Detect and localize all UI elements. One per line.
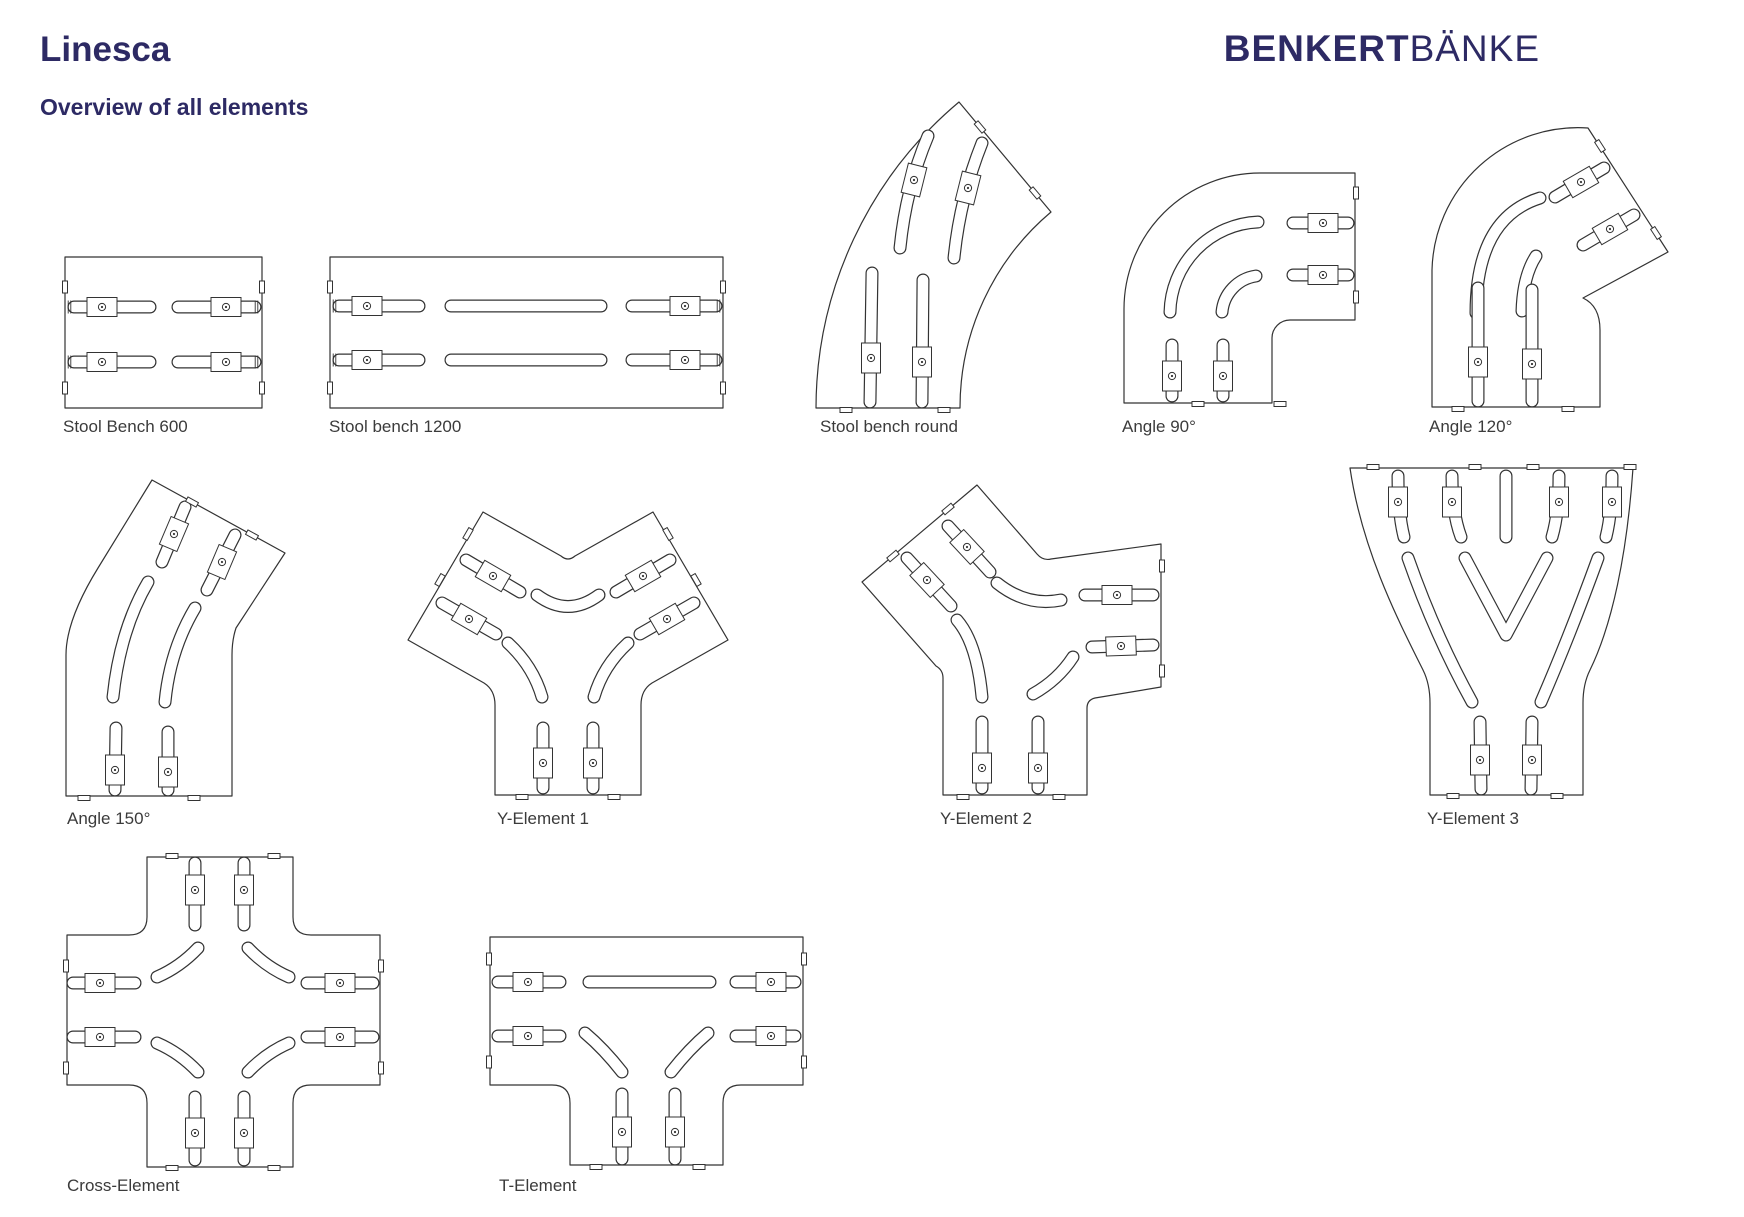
y-element-1-drawing [407, 511, 729, 800]
angle-90-drawing [1123, 172, 1359, 407]
stool-bench-600-drawing [62, 256, 265, 409]
figure-label-stool-bench-600: Stool Bench 600 [63, 417, 188, 436]
t-element-drawing [486, 936, 807, 1170]
stool-bench-round-drawing [815, 101, 1052, 413]
page-subtitle: Overview of all elements [40, 94, 309, 120]
brand-logo-light: BÄNKE [1409, 28, 1540, 69]
figure-label-y-element-2: Y-Element 2 [940, 809, 1032, 828]
figure-label-y-element-1: Y-Element 1 [497, 809, 589, 828]
page-title: Linesca [40, 30, 171, 69]
figure-label-angle-150: Angle 150° [67, 809, 151, 828]
figure-label-y-element-3: Y-Element 3 [1427, 809, 1519, 828]
figure-label-stool-bench-1200: Stool bench 1200 [329, 417, 462, 436]
figure-label-angle-90: Angle 90° [1122, 417, 1196, 436]
y-element-3-drawing [1349, 464, 1637, 799]
figure-label-t-element: T-Element [499, 1176, 577, 1195]
cross-element-drawing [63, 853, 384, 1171]
brand-logo: BENKERTBÄNKE [1224, 28, 1540, 70]
angle-150-drawing [65, 479, 286, 801]
figure-label-stool-bench-round: Stool bench round [820, 417, 958, 436]
figure-label-cross-element: Cross-Element [67, 1176, 180, 1195]
y-element-2-drawing [861, 484, 1165, 800]
figure-label-angle-120: Angle 120° [1429, 417, 1513, 436]
brand-logo-bold: BENKERT [1223, 28, 1410, 69]
stool-bench-1200-drawing [327, 256, 726, 409]
angle-120-drawing [1431, 127, 1669, 412]
